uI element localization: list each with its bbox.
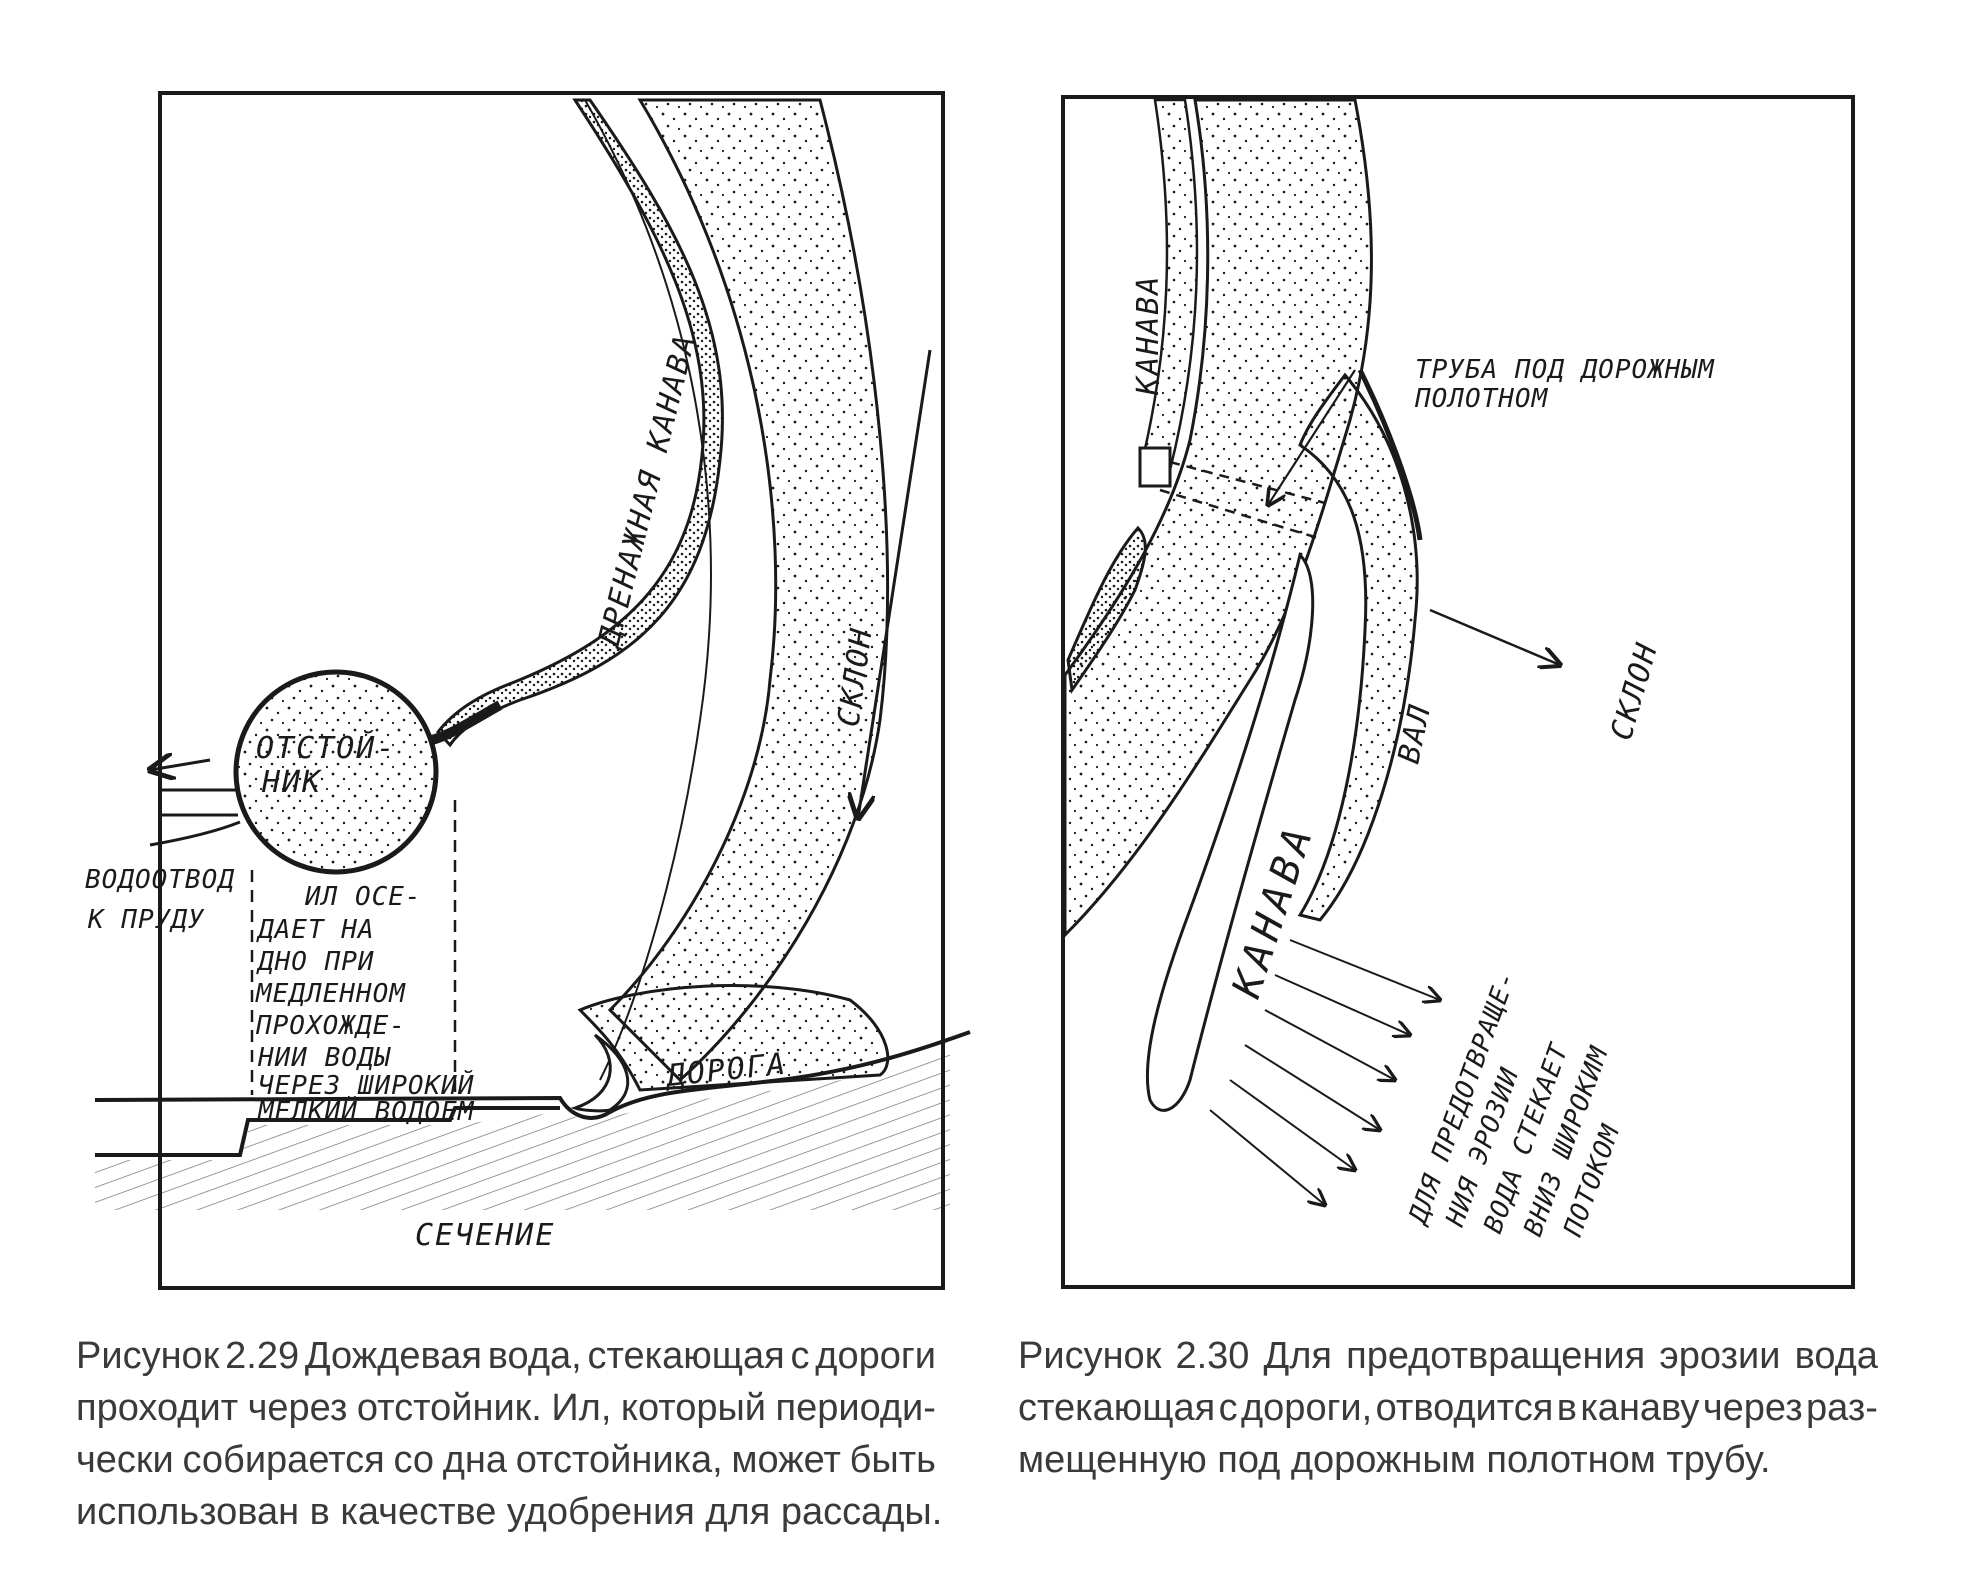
caption-word: 2.29 [225,1330,299,1382]
silt-note-line: МЕЛКИЙ ВОДОЕМ [257,1095,475,1127]
erosion-note: ДЛЯ ПРЕДОТВРАЩЕ- НИЯ ЭРОЗИИ ВОДА СТЕКАЕТ… [1403,967,1627,1242]
pipe-inlet-box [1140,448,1170,486]
caption-word: Рисунок [76,1330,219,1382]
caption-word: Ил, [551,1382,611,1434]
caption-word: дна [443,1434,507,1486]
caption-word: вода, [488,1330,582,1382]
figure-2-29-caption: Рисунок 2.29 Дождевая вода, стекающая с … [76,1330,936,1538]
caption-word: с [790,1330,809,1382]
caption-word: через [1703,1382,1803,1434]
road-band [1065,100,1371,935]
caption-word: отстойник. [357,1382,542,1434]
caption-word: чески [76,1434,174,1486]
figure-2-30: КАНАВА ТРУБА ПОД ДОРОЖНЫМ ПОЛОТНОМ ВАЛ С… [1063,97,1853,1287]
caption-line: стекающая с дороги, отводится в канаву ч… [1018,1382,1878,1434]
flow-arrow [1210,1110,1325,1205]
caption-word: через [248,1382,348,1434]
silt-note-line: ИЛ ОСЕ- [304,882,422,912]
flow-arrow [1230,1080,1355,1170]
caption-word: Дождевая [305,1330,482,1382]
caption-word: стекающая [588,1330,785,1382]
caption-word: дороги, [1241,1382,1372,1434]
settling-tank-label-line2: НИК [261,765,322,800]
caption-word: собирается [183,1434,385,1486]
silt-note-line: ДНО ПРИ [256,947,375,977]
caption-word: может [731,1434,841,1486]
pipe-label-line1: ТРУБА ПОД ДОРОЖНЫМ [1415,355,1715,385]
caption-word: быть [850,1434,936,1486]
caption-word: со [393,1434,434,1486]
caption-word: предотвращения [1346,1330,1645,1382]
caption-word: канаву [1580,1382,1699,1434]
figure-2-29: ДРЕНАЖНАЯ КАНАВА СКЛОН ОТСТОЙ- НИК ВОДОО… [85,93,970,1288]
caption-line: Рисунок 2.29 Дождевая вода, стекающая с … [76,1330,936,1382]
slope-direction-arrow [1430,610,1560,665]
silt-note-line: ДАЕТ НА [256,915,375,945]
caption-word: отводится [1376,1382,1554,1434]
outflow-label-line2: К ПРУДУ [87,905,205,935]
caption-line: использован в качестве удобрения для рас… [76,1486,936,1538]
pipe-label-line2: ПОЛОТНОМ [1414,384,1549,414]
caption-word: стекающая [1018,1382,1215,1434]
caption-line: мещенную под дорожным полотном трубу. [1018,1434,1878,1486]
outflow-label-line1: ВОДООТВОД [85,865,235,895]
caption-word: с [1219,1382,1238,1434]
caption-line: Рисунок 2.30 Для предотвращения эрозии в… [1018,1330,1878,1382]
caption-word: 2.30 [1175,1330,1249,1382]
caption-word: периоди- [776,1382,936,1434]
flow-arrow [1245,1045,1380,1130]
caption-word: отстойника, [516,1434,723,1486]
slope-label-fig2: СКЛОН [1604,638,1665,744]
caption-word: Рисунок [1018,1330,1161,1382]
caption-line: чески собирается со дна отстойника, може… [76,1434,936,1486]
outflow-channel [150,790,240,845]
caption-word: эрозии [1659,1330,1780,1382]
silt-note-line: НИИ ВОДЫ [257,1043,392,1073]
caption-word: Для [1264,1330,1333,1382]
figure-2-30-caption: Рисунок 2.30 Для предотвращения эрозии в… [1018,1330,1878,1486]
caption-word: проходит [76,1382,238,1434]
settling-tank-label-line1: ОТСТОЙ- [256,730,396,766]
silt-note: ИЛ ОСЕ- ДАЕТ НА ДНО ПРИ МЕДЛЕННОМ ПРОХОЖ… [255,882,475,1127]
caption-word: вода [1795,1330,1878,1382]
caption-word: использован в качестве удобрения для рас… [76,1491,942,1533]
caption-word: раз- [1806,1382,1878,1434]
caption-word: мещенную под дорожным полотном трубу. [1018,1439,1771,1481]
caption-word: дороги [815,1330,936,1382]
top-ditch-label: КАНАВА [1131,275,1166,396]
caption-word: в [1557,1382,1577,1434]
caption-word: который [621,1382,766,1434]
section-label: СЕЧЕНИЕ [415,1218,555,1253]
caption-line: проходит через отстойник. Ил, который пе… [76,1382,936,1434]
silt-note-line: МЕДЛЕННОМ [255,979,406,1009]
silt-note-line: ПРОХОЖДЕ- [255,1011,406,1041]
